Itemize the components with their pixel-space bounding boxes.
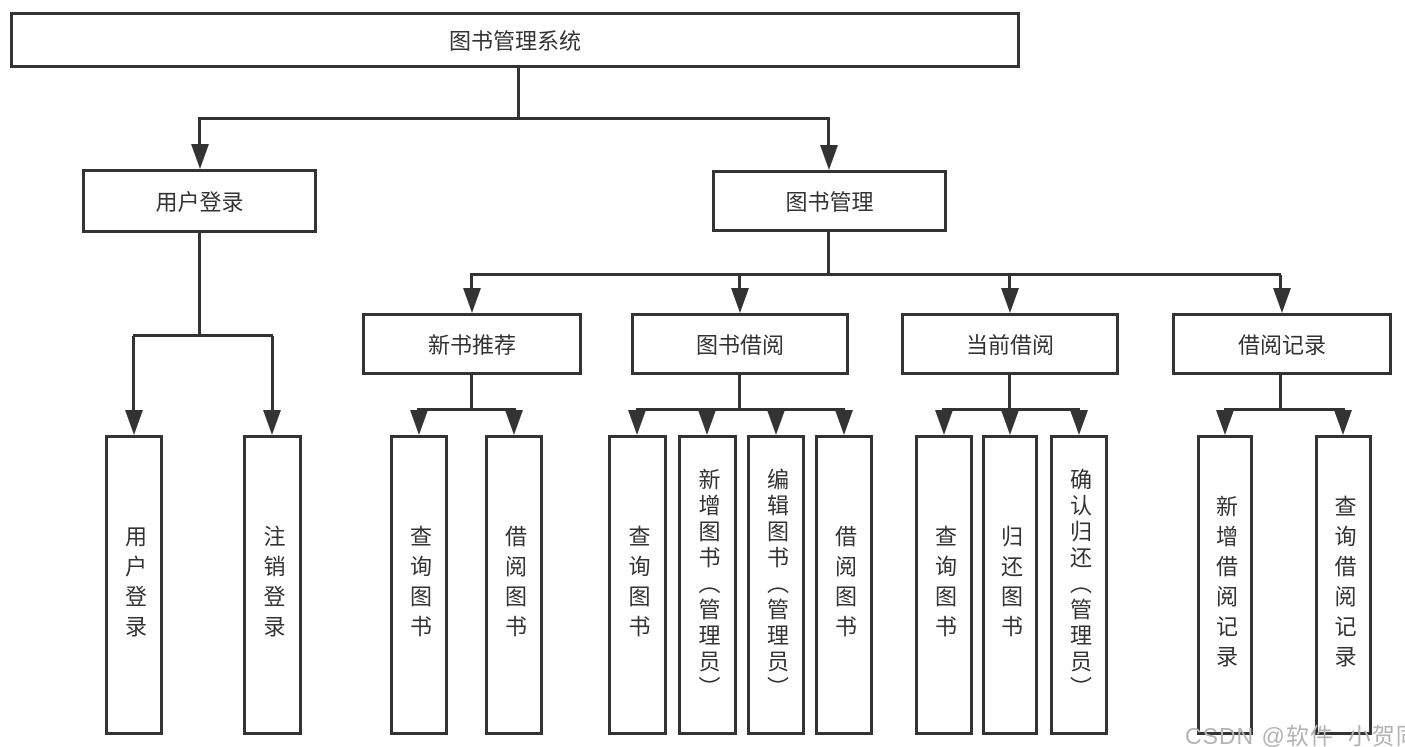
connector-book-management-bar: [470, 273, 1281, 276]
leaf-logout-label: 注销登录: [260, 525, 286, 645]
arrow-down-icon: [1070, 410, 1088, 435]
node-current-borrowing: 当前借阅: [901, 313, 1119, 375]
node-book-borrowing-label: 图书借阅: [695, 333, 784, 358]
connector-user-login-stem: [198, 233, 201, 337]
arrow-down-icon: [1001, 288, 1019, 313]
node-new-book-recommend-label: 新书推荐: [427, 333, 516, 358]
leaf-borrow-books-recommend-label: 借阅图书: [502, 525, 527, 645]
connector-drop-book-borrowing: [738, 275, 741, 290]
connector-root-stem: [517, 68, 520, 118]
leaf-user-login-label: 用户登录: [122, 525, 147, 645]
arrow-down-icon: [767, 410, 785, 435]
leaf-query-books-recommend-label: 查询图书: [407, 525, 432, 645]
node-borrowing-records-label: 借阅记录: [1237, 333, 1326, 358]
leaf-logout: 注销登录: [243, 435, 302, 735]
leaf-edit-books-admin-label: 编辑图书（管理员）: [764, 468, 789, 702]
connector-drop-current-borrowing: [1008, 275, 1011, 290]
leaf-confirm-return-admin-label: 确认归还（管理员）: [1067, 468, 1092, 702]
arrow-down-icon: [125, 410, 143, 435]
arrow-down-icon: [698, 410, 716, 435]
arrow-down-icon: [1216, 410, 1234, 435]
connector-new-book-recommend-bar: [417, 408, 516, 411]
connector-user-login-bar: [133, 334, 273, 337]
node-user-login-label: 用户登录: [155, 190, 244, 215]
connector-drop-user-login: [198, 119, 201, 147]
arrow-down-icon: [820, 145, 838, 170]
leaf-borrow-books-recommend: 借阅图书: [485, 435, 543, 735]
arrow-down-icon: [835, 410, 853, 435]
leaf-query-borrow-record-label: 查询借阅记录: [1331, 495, 1357, 675]
leaf-query-books-current-label: 查询图书: [932, 525, 957, 645]
leaf-query-borrow-record: 查询借阅记录: [1315, 435, 1372, 735]
csdn-watermark: CSDN @软件_小贺同学: [1185, 723, 1405, 747]
connector-new-book-recommend-stem: [470, 375, 473, 411]
node-book-management-label: 图书管理: [785, 190, 874, 215]
leaf-confirm-return-admin: 确认归还（管理员）: [1050, 435, 1108, 735]
leaf-query-books-borrowing: 查询图书: [608, 435, 667, 735]
node-borrowing-records: 借阅记录: [1172, 313, 1392, 375]
node-user-login: 用户登录: [82, 169, 317, 233]
connector-book-borrowing-stem: [738, 375, 741, 411]
connector-book-borrowing-bar: [636, 408, 845, 411]
connector-current-borrowing-stem: [1008, 375, 1011, 411]
leaf-add-books-admin-label: 新增图书（管理员）: [695, 468, 721, 702]
leaf-add-books-admin: 新增图书（管理员）: [678, 435, 737, 735]
node-book-management: 图书管理: [712, 170, 947, 232]
connector-root-bar: [198, 117, 830, 120]
leaf-add-borrow-record: 新增借阅记录: [1197, 435, 1253, 735]
connector-drop-logout-leaf: [271, 336, 274, 412]
arrow-down-icon: [1273, 288, 1291, 313]
connector-drop-book-management: [827, 119, 830, 147]
arrow-down-icon: [935, 410, 953, 435]
arrow-down-icon: [1001, 410, 1019, 435]
leaf-add-borrow-record-label: 新增借阅记录: [1213, 495, 1238, 675]
connector-current-borrowing-bar: [942, 408, 1080, 411]
arrow-down-icon: [410, 410, 428, 435]
leaf-edit-books-admin: 编辑图书（管理员）: [747, 435, 805, 735]
node-book-borrowing: 图书借阅: [631, 313, 849, 375]
connector-drop-user-login-leaf: [132, 336, 135, 412]
node-root: 图书管理系统: [10, 12, 1020, 68]
arrow-down-icon: [731, 288, 749, 313]
connector-borrowing-records-stem: [1279, 375, 1282, 411]
connector-drop-borrowing-records: [1279, 275, 1282, 290]
leaf-borrow-books-borrowing: 借阅图书: [815, 435, 873, 735]
connector-book-management-stem: [827, 232, 830, 276]
connector-drop-new-book-recommend: [470, 275, 473, 290]
node-root-label: 图书管理系统: [448, 29, 581, 54]
connector-borrowing-records-bar: [1224, 408, 1345, 411]
node-new-book-recommend: 新书推荐: [362, 313, 582, 375]
arrow-down-icon: [505, 410, 523, 435]
leaf-return-books-label: 归还图书: [998, 525, 1023, 645]
leaf-user-login: 用户登录: [105, 435, 163, 735]
leaf-query-books-recommend: 查询图书: [390, 435, 448, 735]
arrow-down-icon: [628, 410, 646, 435]
leaf-query-books-borrowing-label: 查询图书: [625, 525, 651, 645]
arrow-down-icon: [191, 144, 209, 169]
arrow-down-icon: [463, 288, 481, 313]
leaf-return-books: 归还图书: [982, 435, 1038, 735]
arrow-down-icon: [1334, 410, 1352, 435]
arrow-down-icon: [263, 410, 281, 435]
leaf-borrow-books-borrowing-label: 借阅图书: [832, 525, 857, 645]
node-current-borrowing-label: 当前借阅: [965, 333, 1054, 358]
leaf-query-books-current: 查询图书: [915, 435, 973, 735]
